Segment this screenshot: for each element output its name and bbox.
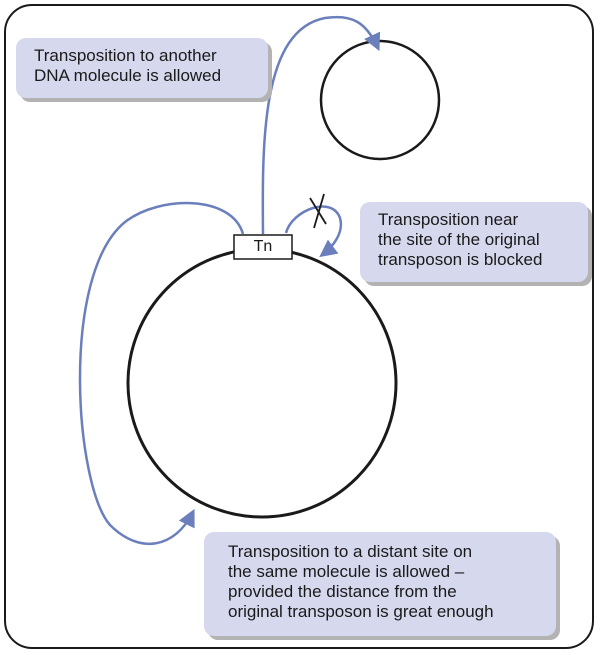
target-dna-circle <box>319 39 441 161</box>
transposon-label: Tn <box>253 238 273 255</box>
arrow-to-distant-site <box>78 201 245 545</box>
arrow-to-near-site <box>284 205 343 258</box>
host-dna-circle <box>126 247 398 519</box>
transposon-box <box>233 234 293 260</box>
callout-another-molecule: Transposition to another DNA molecule is… <box>16 38 268 98</box>
callout-near-site-blocked: Transposition near the site of the origi… <box>360 202 588 282</box>
blocked-cross-icon <box>309 193 327 229</box>
arrow-to-another-molecule <box>261 15 381 235</box>
callout-distant-site-text: Transposition to a distant site on the s… <box>228 542 494 621</box>
callout-near-site-text: Transposition near the site of the origi… <box>378 210 543 269</box>
callout-another-molecule-text: Transposition to another DNA molecule is… <box>34 46 222 85</box>
callout-distant-site-allowed: Transposition to a distant site on the s… <box>204 532 556 636</box>
